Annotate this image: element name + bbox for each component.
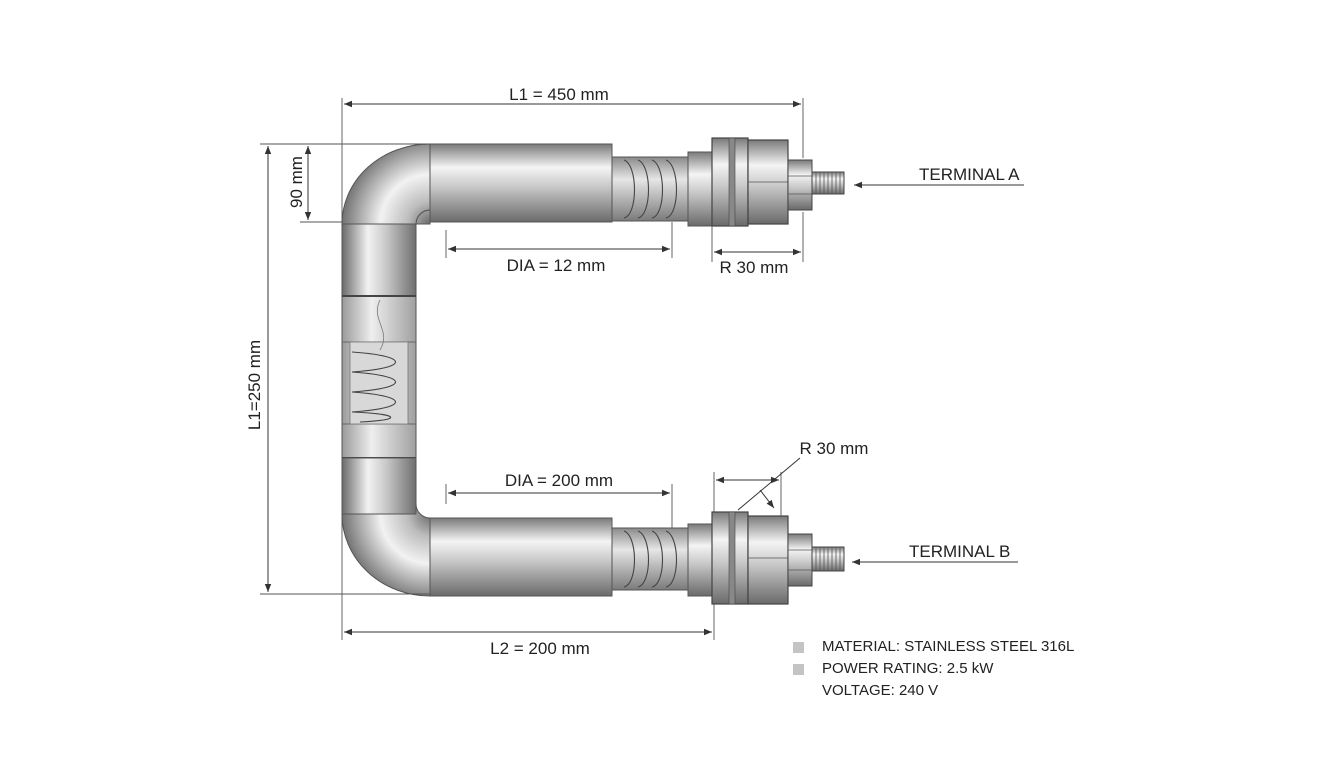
terminal-assembly-a xyxy=(611,137,845,227)
bullet-square-icon xyxy=(793,641,804,653)
top-length-label: L1 = 450 mm xyxy=(509,85,609,104)
spec-text: VOLTAGE: 240 V xyxy=(822,682,939,699)
spec-notes: MATERIAL: STAINLESS STEEL 316L POWER RAT… xyxy=(793,636,1074,702)
dimension-lines xyxy=(260,98,1024,640)
bottom-radius-label: R 30 mm xyxy=(800,439,869,458)
spec-text: POWER RATING: 2.5 kW xyxy=(822,660,994,677)
bottom-length-label: L2 = 200 mm xyxy=(490,639,590,658)
tube xyxy=(341,143,613,597)
bullet-blank xyxy=(793,686,804,697)
spec-text: MATERIAL: STAINLESS STEEL 316L xyxy=(822,638,1075,655)
top-radius-label: R 30 mm xyxy=(720,258,789,277)
top-offset-label: 90 mm xyxy=(287,156,306,208)
left-height-label: L1=250 mm xyxy=(245,340,264,430)
terminal-b-label: TERMINAL B xyxy=(909,542,1010,561)
spec-item-power: POWER RATING: 2.5 kW xyxy=(793,658,1074,680)
spec-item-material: MATERIAL: STAINLESS STEEL 316L xyxy=(793,636,1074,658)
terminal-assembly-b xyxy=(611,511,845,605)
bottom-dia-label: DIA = 200 mm xyxy=(505,471,613,490)
top-dia-label: DIA = 12 mm xyxy=(507,256,606,275)
terminal-a-label: TERMINAL A xyxy=(919,165,1020,184)
spec-item-voltage: VOLTAGE: 240 V xyxy=(793,680,1074,702)
bullet-square-icon xyxy=(793,663,804,675)
